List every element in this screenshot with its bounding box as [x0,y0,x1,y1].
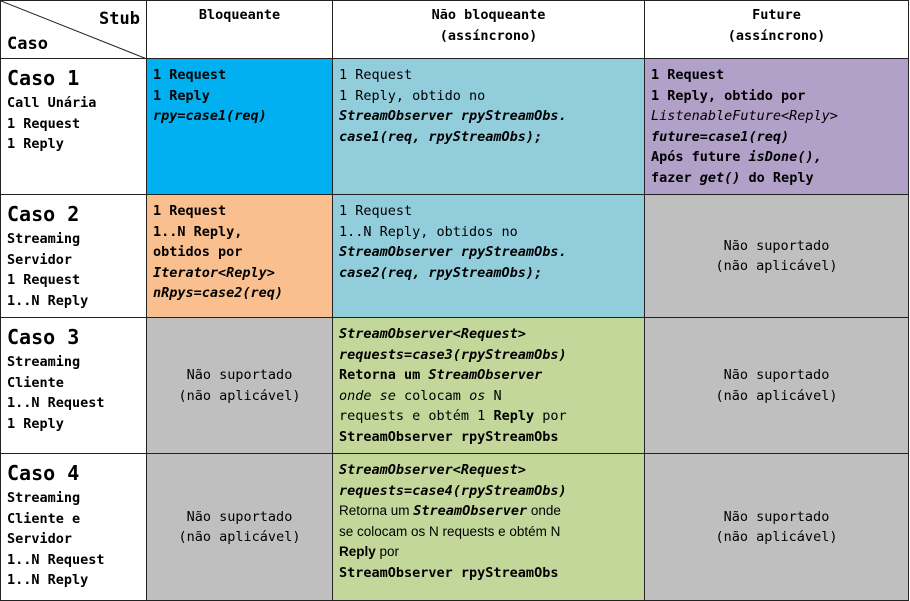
caso-title: Caso 1 [7,66,80,90]
cell-caso3-nonblocking: StreamObserver<Request> requests=case3(r… [332,317,645,454]
row-caso-4: Caso 4 Streaming Cliente e Servidor 1..N… [0,453,909,601]
column-header-nonblocking: Não bloqueante (assíncrono) [332,0,645,59]
cell-caso3-future: Não suportado (não aplicável) [644,317,909,454]
row-header-caso-2: Caso 2 Streaming Servidor 1 Request 1..N… [0,194,147,318]
cell-caso1-blocking: 1 Request 1 Reply rpy=case1(req) [146,58,333,195]
cell-caso4-blocking: Não suportado (não aplicável) [146,453,333,601]
cell-caso1-future: 1 Request 1 Reply, obtido por Listenable… [644,58,909,195]
row-header-caso-1: Caso 1 Call Unária 1 Request 1 Reply [0,58,147,195]
caso-title: Caso 3 [7,325,80,349]
row-caso-1: Caso 1 Call Unária 1 Request 1 Reply 1 R… [0,58,909,195]
column-header-blocking: Bloqueante [146,0,333,59]
caso-label: Caso [7,33,48,54]
row-header-caso-4: Caso 4 Streaming Cliente e Servidor 1..N… [0,453,147,601]
cell-caso2-future: Não suportado (não aplicável) [644,194,909,318]
cell-caso2-nonblocking: 1 Request 1..N Reply, obtidos no StreamO… [332,194,645,318]
column-header-future: Future (assíncrono) [644,0,909,59]
cell-caso4-future: Não suportado (não aplicável) [644,453,909,601]
caso-title: Caso 2 [7,202,80,226]
stub-caso-corner-cell: Stub Caso [0,0,147,59]
cell-caso2-blocking: 1 Request 1..N Reply, obtidos por Iterat… [146,194,333,318]
diagonal-divider [1,1,145,58]
cell-caso3-blocking: Não suportado (não aplicável) [146,317,333,454]
caso-title: Caso 4 [7,461,80,485]
cell-caso1-nonblocking: 1 Request 1 Reply, obtido no StreamObser… [332,58,645,195]
header-row: Stub Caso Bloqueante Não bloqueante (ass… [0,0,909,59]
row-caso-2: Caso 2 Streaming Servidor 1 Request 1..N… [0,194,909,318]
row-caso-3: Caso 3 Streaming Cliente 1..N Request 1 … [0,317,909,454]
stub-label: Stub [99,9,140,29]
row-header-caso-3: Caso 3 Streaming Cliente 1..N Request 1 … [0,317,147,454]
cell-caso4-nonblocking: StreamObserver<Request> requests=case4(r… [332,453,645,601]
